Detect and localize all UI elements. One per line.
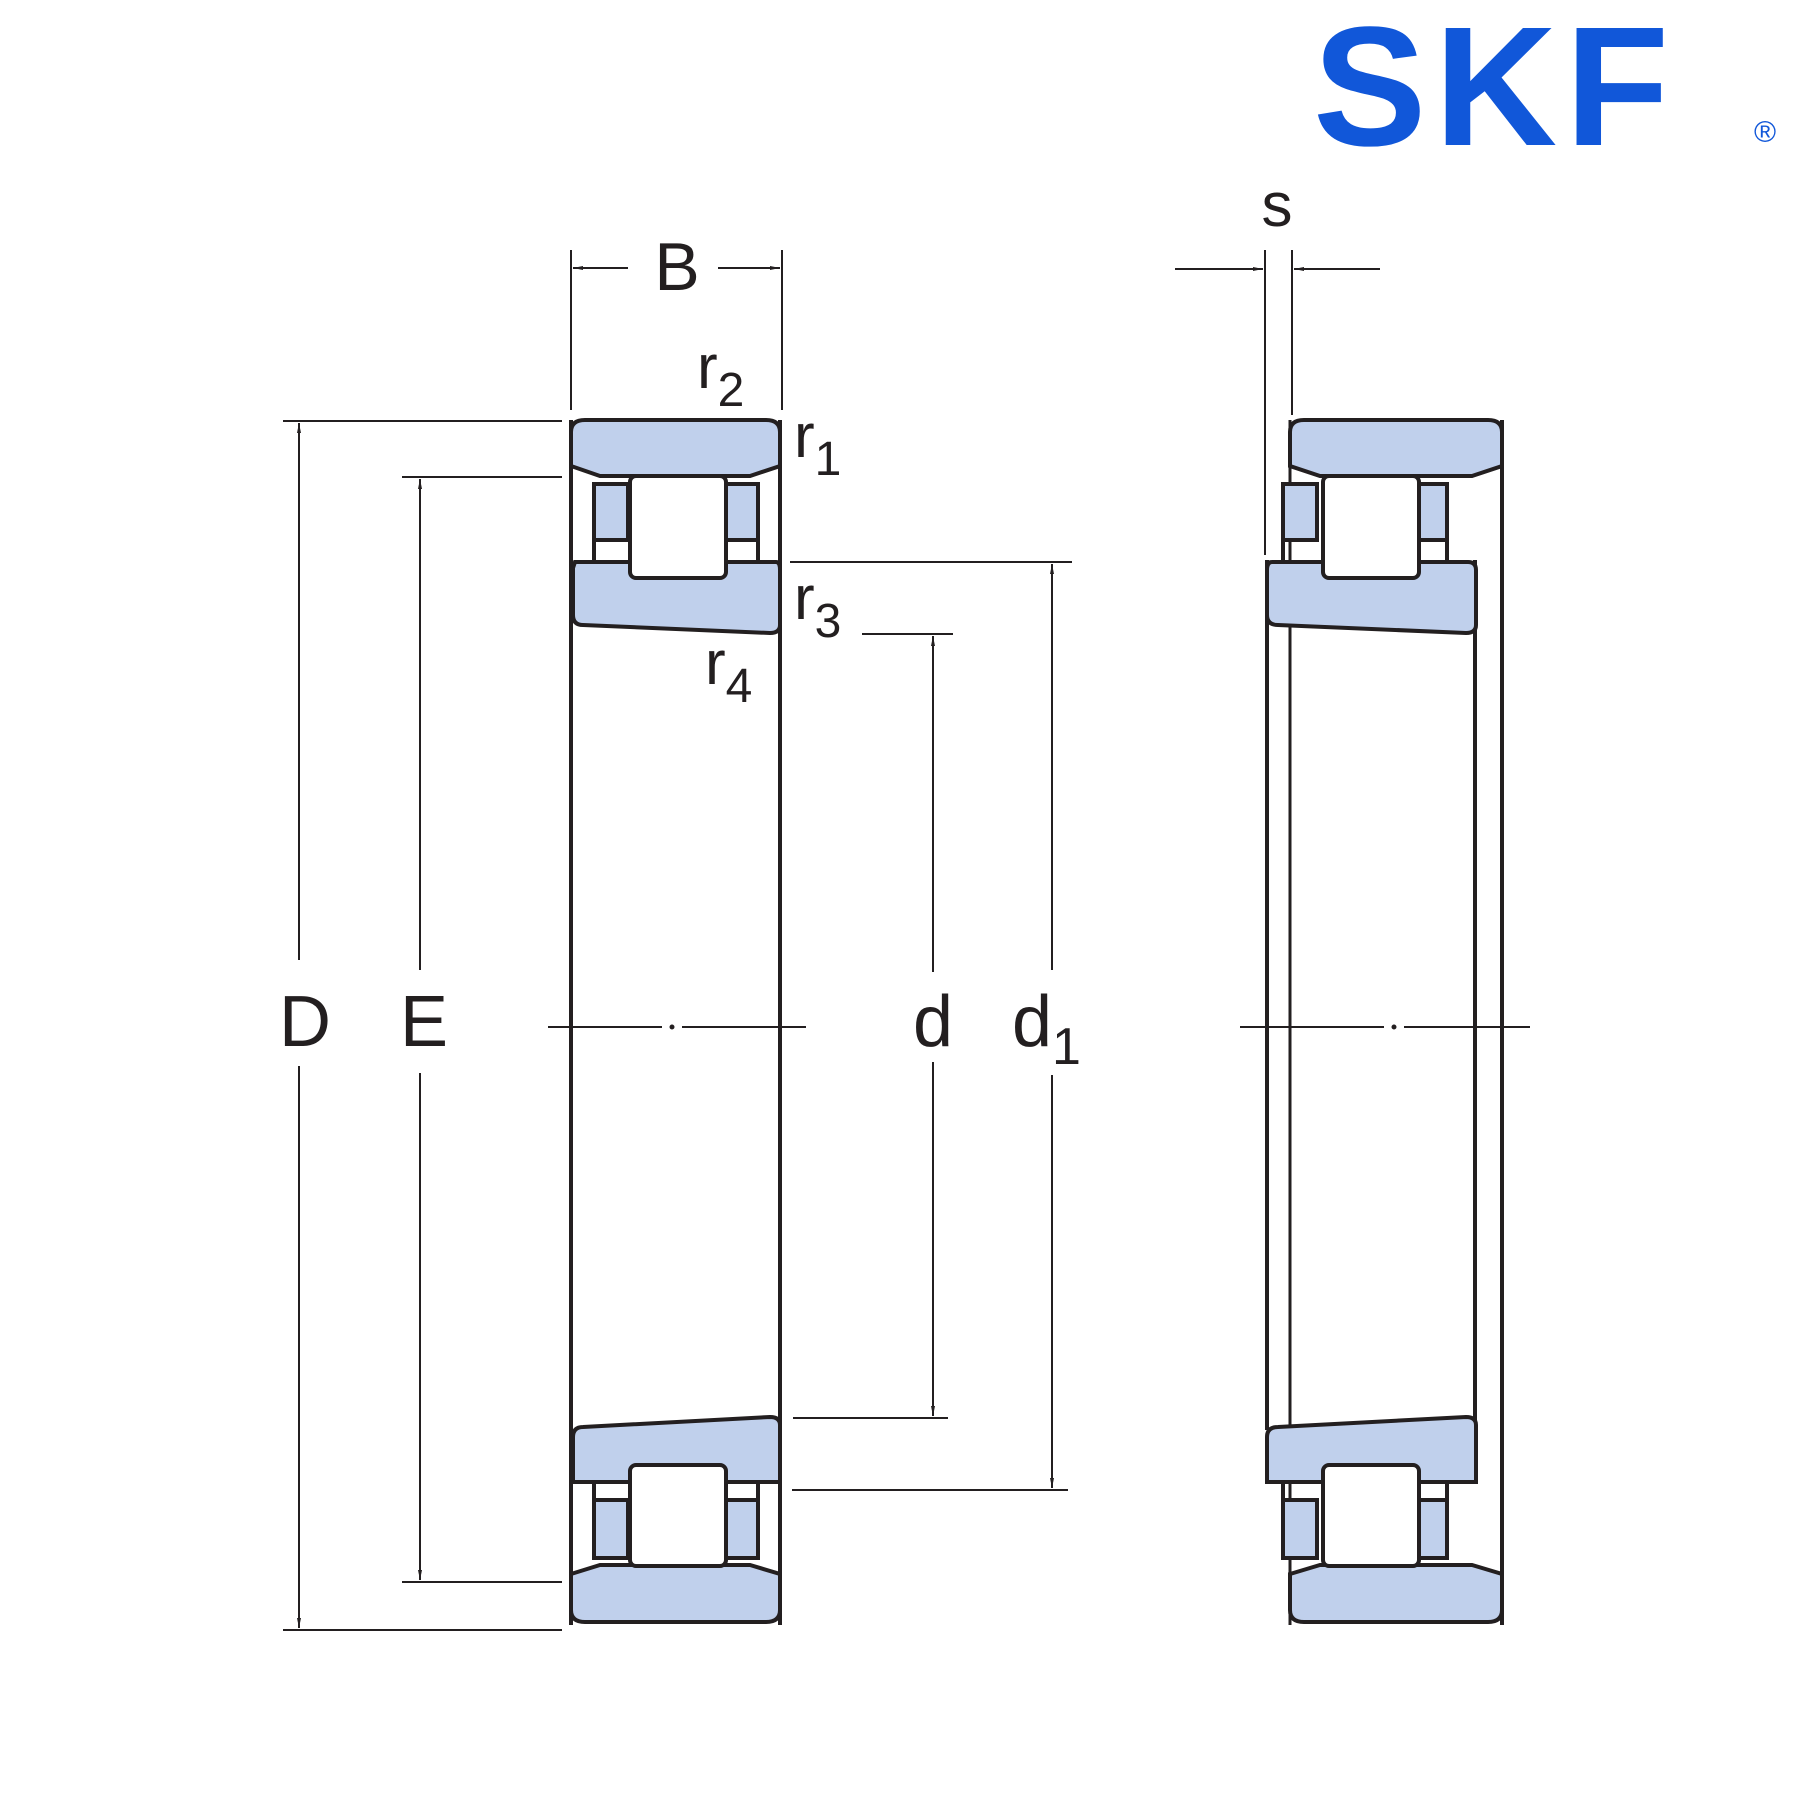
dimension-lines	[283, 250, 1530, 1631]
outer-ring-bottom	[1288, 1563, 1504, 1624]
outer-ring-top	[1288, 418, 1504, 478]
roller-bottom	[628, 1463, 728, 1568]
roller-top	[628, 474, 728, 580]
skf-logo: SKF ®	[1313, 0, 1776, 182]
label-r4: r4	[705, 629, 752, 713]
inner-ring-top	[571, 560, 782, 636]
registered-mark: ®	[1754, 116, 1776, 149]
label-r1: r1	[794, 402, 841, 486]
cage-left-bottom	[592, 1498, 630, 1560]
inner-ring-bottom	[1265, 1414, 1478, 1484]
label-B: B	[654, 229, 699, 305]
left-bearing	[569, 418, 782, 1625]
label-r2: r2	[697, 333, 744, 417]
dimension-labels: B s r2 r1 r3 r4 D E d d1	[279, 171, 1293, 1076]
label-s: s	[1262, 171, 1293, 240]
cage-left-top	[592, 482, 630, 542]
cage-right-bottom	[724, 1498, 760, 1560]
label-E: E	[400, 982, 448, 1062]
outer-ring-bottom	[569, 1563, 782, 1624]
cage-left-top	[1281, 482, 1319, 542]
label-D: D	[279, 982, 331, 1062]
cage-right-top	[724, 482, 760, 542]
inner-ring-top	[1265, 560, 1478, 636]
label-d1: d1	[1012, 982, 1081, 1076]
outer-ring-top	[569, 418, 782, 478]
roller-bottom	[1321, 1463, 1421, 1568]
label-d: d	[913, 982, 953, 1062]
roller-top	[1321, 474, 1421, 580]
cage-left-bottom	[1281, 1498, 1319, 1560]
label-r3: r3	[794, 564, 841, 648]
logo-text: SKF	[1313, 0, 1677, 182]
inner-ring-bottom	[571, 1414, 782, 1484]
right-bearing	[1265, 418, 1504, 1625]
